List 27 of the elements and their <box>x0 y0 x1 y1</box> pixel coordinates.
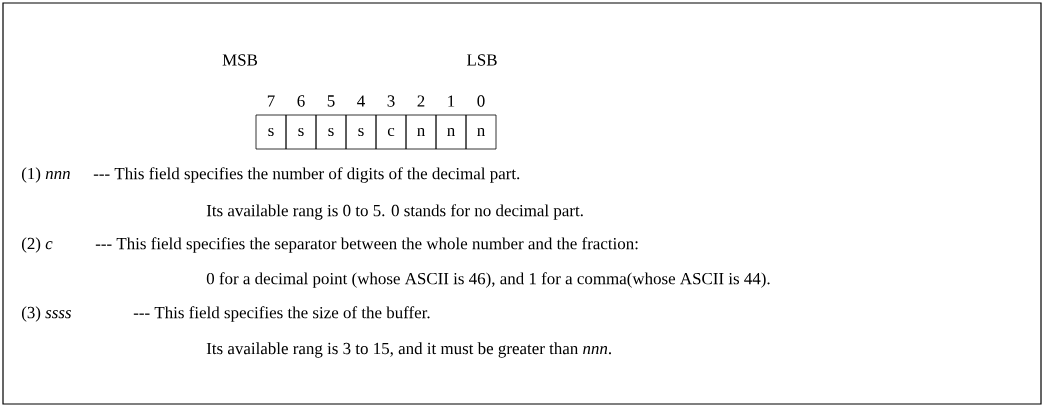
item-number: (3) ssss <box>21 306 72 322</box>
item-number: (1) nnn <box>21 167 70 183</box>
description-text: Its available rang is 0 to 5. 0 stands for no decimal part. <box>206 204 583 220</box>
description-text: --- This field specifies the number of digits of the decimal part. <box>93 167 520 183</box>
bit-cell: s <box>255 114 287 150</box>
description-text: --- This field specifies the separator between the whole number and the fraction: <box>95 237 638 253</box>
bit-number: 3 <box>387 95 395 107</box>
bit-cell: s <box>345 114 377 150</box>
bit-cell: n <box>405 114 437 150</box>
bit-number: 0 <box>477 95 485 107</box>
bit-cell: c <box>375 114 407 150</box>
bit-number: 4 <box>357 95 365 107</box>
lsb-label: LSB <box>466 54 497 66</box>
description-text: Its available rang is 3 to 15, and it must be greater than nnn. <box>206 342 611 358</box>
bit-number: 6 <box>297 95 305 107</box>
bit-cell: s <box>285 114 317 150</box>
bit-number: 2 <box>417 95 425 107</box>
description-text: --- This field specifies the size of the buffer. <box>133 306 430 322</box>
bit-number: 7 <box>267 95 275 107</box>
bit-cell: n <box>435 114 467 150</box>
description-text: 0 for a decimal point (whose ASCII is 46), and 1 for a comma(whose ASCII is 44). <box>206 272 770 288</box>
bit-number: 5 <box>327 95 335 107</box>
msb-label: MSB <box>222 54 258 66</box>
bit-cell: s <box>315 114 347 150</box>
bit-cell: n <box>465 114 497 150</box>
bit-number: 1 <box>448 95 455 107</box>
item-number: (2) c <box>21 237 53 253</box>
